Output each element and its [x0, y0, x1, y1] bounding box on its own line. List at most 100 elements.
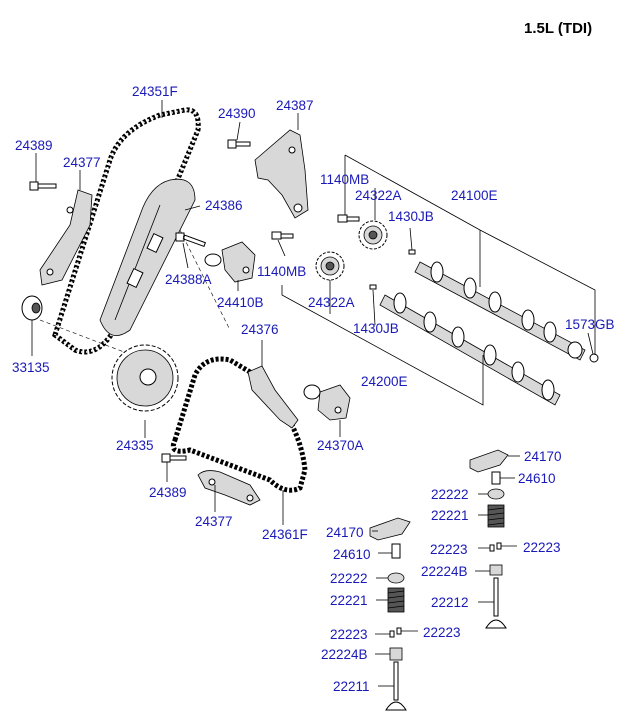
crank-sprocket-24335 — [111, 344, 179, 412]
chain-guide-left — [39, 189, 93, 286]
alignment-dash — [179, 229, 231, 331]
label-22223-b: 22223 — [523, 540, 561, 555]
leader-1573GB — [587, 332, 594, 355]
bolt-24390 — [227, 139, 251, 149]
lash-adjuster-24610-a — [491, 471, 501, 485]
bolt-24388A — [175, 232, 206, 248]
plug-1573GB — [589, 353, 599, 363]
cotter-22223-a — [489, 544, 495, 552]
bracket-hole — [293, 203, 303, 213]
cotter-22223-b — [496, 542, 502, 550]
upper-timing-chain-inner — [53, 108, 200, 353]
leader-1430JB-b — [372, 289, 376, 326]
spacer-33135 — [21, 295, 43, 321]
rocker-arm-24170-a — [469, 449, 509, 473]
sprocket-24322A-upper — [358, 220, 388, 250]
guide-hole — [46, 268, 54, 276]
label-24170-a: 24170 — [524, 449, 562, 464]
label-22223-c: 22223 — [330, 627, 368, 642]
leader-24200E — [281, 285, 484, 406]
label-24377-a: 24377 — [63, 155, 101, 170]
label-24361F: 24361F — [262, 527, 308, 542]
label-1140MB-b: 1140MB — [257, 264, 306, 279]
retainer-22222-a — [487, 488, 505, 500]
valve-22211 — [385, 661, 407, 711]
guide-hole — [246, 494, 254, 502]
cotter-22223-c — [389, 630, 395, 638]
leader-24386 — [184, 205, 201, 211]
label-1573GB: 1573GB — [565, 317, 615, 332]
retainer-22222-b — [387, 572, 405, 584]
label-24389-a: 24389 — [15, 138, 53, 153]
leader-24388A — [182, 242, 189, 269]
diagram-title: 1.5L (TDI) — [524, 20, 592, 37]
cotter-22223-d — [396, 627, 402, 635]
tensioner-24410B — [204, 241, 256, 283]
label-1140MB-a: 1140MB — [320, 172, 369, 187]
label-1430JB-a: 1430JB — [388, 209, 434, 224]
label-22221-a: 22221 — [431, 508, 469, 523]
label-22223-d: 22223 — [423, 625, 461, 640]
label-24610-a: 24610 — [518, 471, 556, 486]
label-22224B-a: 22224B — [421, 564, 468, 579]
bolt-1140MB-a — [337, 214, 360, 223]
label-24386: 24386 — [205, 198, 243, 213]
valve-spring-22221-b — [387, 587, 405, 613]
chain-guide-24376 — [247, 365, 299, 429]
label-22222-a: 22222 — [431, 487, 469, 502]
rail-edge — [114, 204, 161, 321]
label-24388A: 24388A — [165, 272, 212, 287]
valve-seal-22224B-b — [389, 647, 403, 661]
bolt-24389-upper — [29, 181, 57, 191]
label-22222-b: 22222 — [330, 571, 368, 586]
key-1430JB-b — [369, 284, 377, 290]
key-1430JB-a — [408, 249, 416, 255]
label-22211: 22211 — [333, 679, 370, 694]
valve-spring-22221-a — [487, 504, 505, 528]
label-24100E: 24100E — [451, 188, 498, 203]
leader-1430JB-a — [409, 227, 413, 251]
label-22223-a: 22223 — [430, 542, 468, 557]
label-24610-b: 24610 — [333, 547, 371, 562]
label-24200E: 24200E — [361, 374, 408, 389]
bolt-1140MB-b — [271, 231, 294, 240]
camshaft-24200E — [379, 292, 561, 406]
label-24351F: 24351F — [132, 84, 178, 99]
label-24322A-b: 24322A — [308, 295, 355, 310]
label-24170-b: 24170 — [326, 525, 364, 540]
label-24377-b: 24377 — [195, 514, 233, 529]
rocker-arm-24170-b — [369, 517, 411, 541]
tensioner-rail — [99, 178, 196, 337]
label-22221-b: 22221 — [330, 593, 368, 608]
guide-hole — [208, 478, 216, 486]
sprocket-24322A-lower — [315, 251, 345, 281]
bracket-hole — [288, 146, 296, 154]
lower-timing-chain — [170, 356, 308, 493]
camshaft-24100E — [414, 261, 586, 361]
label-24322A-a: 24322A — [355, 188, 402, 203]
valve-seal-22224B-a — [489, 564, 503, 576]
rail-slot — [126, 267, 144, 289]
label-24389-b: 24389 — [149, 485, 187, 500]
label-24376: 24376 — [241, 322, 279, 337]
label-22224B-b: 22224B — [321, 647, 368, 662]
label-24390: 24390 — [218, 106, 256, 121]
label-24387: 24387 — [276, 98, 314, 113]
leader-24390 — [236, 121, 241, 141]
leader-22223-cd — [375, 630, 418, 635]
label-24335: 24335 — [116, 438, 154, 453]
lash-adjuster-24610-b — [391, 543, 401, 559]
leader-24100E — [344, 154, 596, 355]
label-33135: 33135 — [12, 360, 50, 375]
label-22212: 22212 — [431, 595, 469, 610]
label-1430JB-b: 1430JB — [353, 321, 399, 336]
label-24410B: 24410B — [217, 295, 264, 310]
valve-22212 — [485, 577, 507, 629]
label-24370A: 24370A — [317, 438, 364, 453]
tensioner-24370A — [303, 384, 351, 421]
guide-hole — [66, 206, 74, 214]
bolt-24389-lower — [161, 453, 187, 463]
rail-slot — [146, 232, 164, 254]
leader-22223-ab — [478, 545, 517, 549]
